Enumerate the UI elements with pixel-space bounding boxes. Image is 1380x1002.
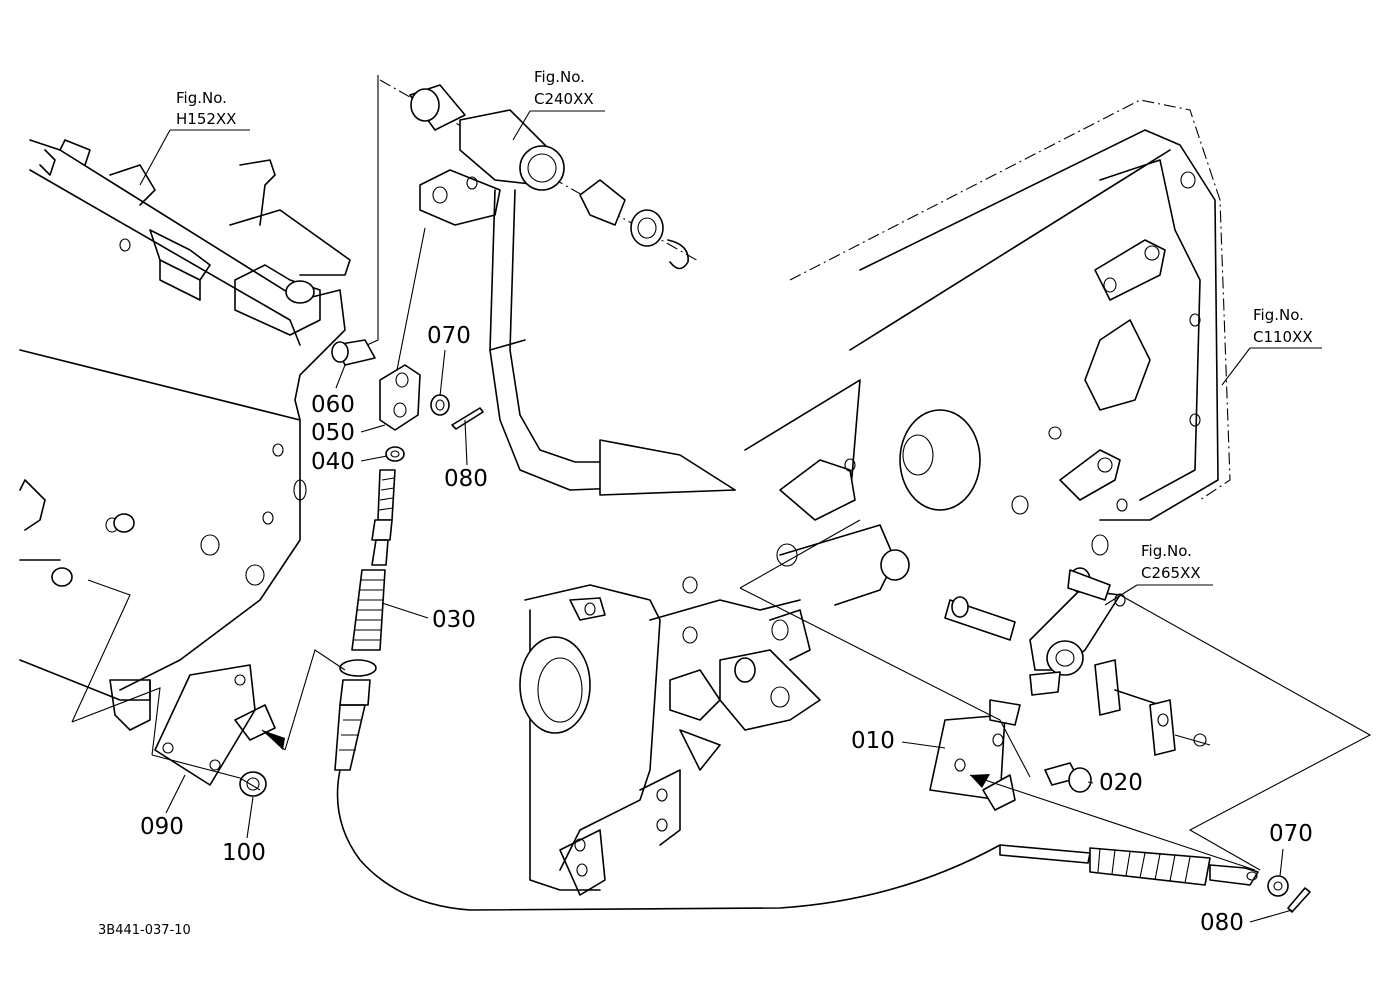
part-label: 060 — [311, 392, 355, 418]
part-label: 100 — [222, 840, 266, 866]
fig-ref-label: Fig.No. — [534, 68, 585, 86]
bracket-010 — [929, 699, 1021, 811]
washer-070-top — [430, 394, 450, 416]
fig-ref-label: Fig.No. — [176, 89, 227, 107]
part-label: 040 — [311, 449, 355, 475]
fig-ref-label: Fig.No. — [1253, 306, 1304, 324]
fig-ref-c240xx: Fig.No. C240XX — [512, 68, 605, 141]
switch-090 — [154, 664, 276, 786]
fig-ref-code: C265XX — [1141, 564, 1201, 582]
part-label: 020 — [1099, 770, 1143, 796]
drawing-code: 3B441-037-10 — [98, 923, 191, 938]
part-label: 080 — [1200, 910, 1244, 936]
fig-ref-label: Fig.No. — [1141, 542, 1192, 560]
part-labels: 010 020 030 040 050 060 070 080 090 100 … — [140, 323, 1313, 936]
fig-ref-h152xx: Fig.No. H152XX — [139, 89, 250, 186]
part-label: 050 — [311, 420, 355, 446]
washer-070-bottom — [1267, 875, 1289, 897]
pin-060 — [331, 339, 376, 366]
right-housing-drawing — [744, 99, 1231, 606]
cotter-080-top — [451, 407, 484, 430]
nut-100 — [239, 771, 267, 797]
fig-ref-code: C110XX — [1253, 328, 1313, 346]
part-label: 070 — [1269, 821, 1313, 847]
part-label: 090 — [140, 814, 184, 840]
fig-ref-c265xx: Fig.No. C265XX — [1104, 542, 1213, 606]
part-label: 070 — [427, 323, 471, 349]
lower-gearcase-drawing — [519, 576, 821, 896]
part-label: 080 — [444, 466, 488, 492]
fig-ref-c110xx: Fig.No. C110XX — [1221, 306, 1322, 386]
assembly-lines — [71, 519, 1372, 871]
pedal-arm-drawing — [344, 75, 736, 496]
cotter-080-bottom — [1287, 887, 1311, 913]
left-frame-drawing — [19, 139, 351, 731]
fig-ref-code: C240XX — [534, 90, 594, 108]
part-label: 030 — [432, 607, 476, 633]
bolt-020 — [1044, 762, 1092, 793]
part-label: 010 — [851, 728, 895, 754]
cable-030-drawing — [334, 227, 1259, 911]
linkage-c265xx-drawing — [944, 567, 1207, 756]
fig-ref-code: H152XX — [176, 110, 236, 128]
